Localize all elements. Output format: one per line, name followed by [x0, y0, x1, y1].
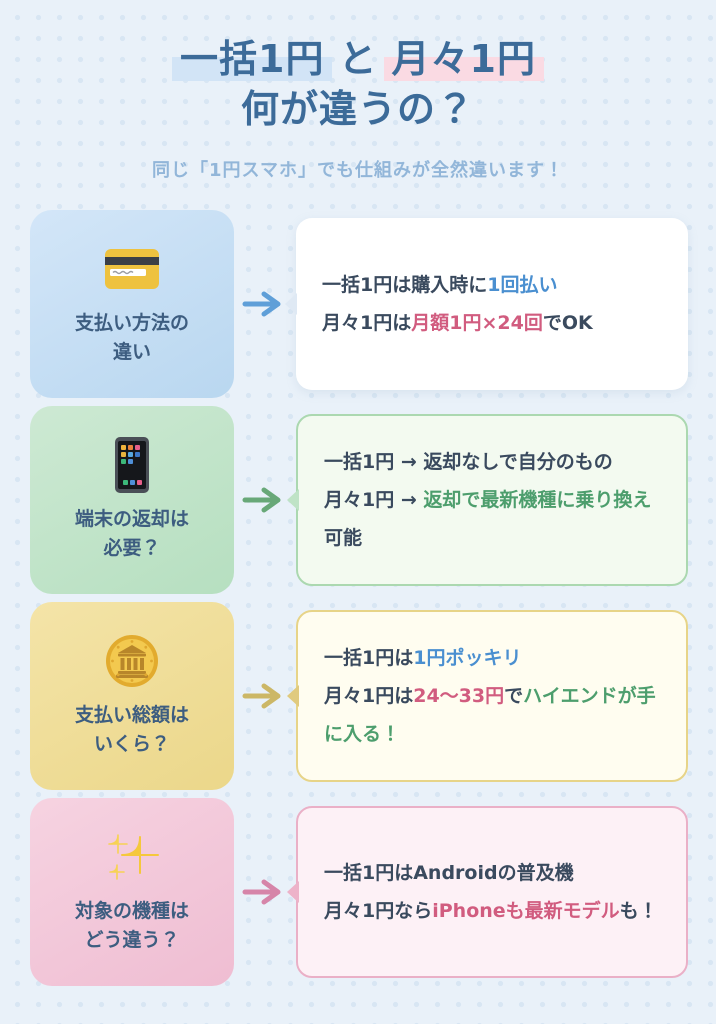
detail-text: 一括1円は1円ポッキリ月々1円は24〜33円でハイエンドが手に入る！ — [324, 647, 656, 745]
subtitle: 同じ「1円スマホ」でも仕組みが全然違います！ — [152, 160, 564, 181]
row-eligible-models: 対象の機種はどう違う？ 一括1円はAndroidの普及機月々1円ならiPhone… — [30, 798, 688, 986]
topic-card-payment: 支払い方法の違い — [30, 210, 234, 398]
smartphone-icon — [104, 436, 160, 493]
topic-label: 端末の返却は必要？ — [74, 507, 189, 559]
arrow-right-icon — [234, 290, 296, 318]
page-title: 一括1円と月々1円 何が違うの？ — [0, 34, 716, 134]
topic-label: 支払い総額はいくら？ — [74, 703, 189, 755]
card-notch — [287, 881, 299, 903]
title-term-monthly: 月々1円 — [383, 37, 544, 81]
detail-card: 一括1円は購入時に1回払い月々1円は月額1円×24回でOK — [285, 218, 688, 390]
coin-icon — [104, 633, 160, 689]
row-device-return: 端末の返却は必要？ 一括1円 → 返却なしで自分のもの月々1円 → 返却で最新機… — [30, 406, 688, 594]
comparison-rows: 支払い方法の違い 一括1円は購入時に1回払い月々1円は月額1円×24回でOK — [0, 210, 716, 986]
card-notch — [285, 293, 297, 315]
detail-card: 一括1円は1円ポッキリ月々1円は24〜33円でハイエンドが手に入る！ — [287, 610, 688, 782]
topic-label: 対象の機種はどう違う？ — [74, 899, 189, 951]
row-payment-method: 支払い方法の違い 一括1円は購入時に1回払い月々1円は月額1円×24回でOK — [30, 210, 688, 398]
topic-card-models: 対象の機種はどう違う？ — [30, 798, 234, 986]
credit-card-icon — [104, 241, 160, 297]
header: 一括1円と月々1円 何が違うの？ 同じ「1円スマホ」でも仕組みが全然違います！ — [0, 0, 716, 182]
detail-text: 一括1円はAndroidの普及機月々1円ならiPhoneも最新モデルも！ — [324, 862, 658, 922]
sparkles-icon — [104, 829, 160, 885]
arrow-right-icon — [234, 878, 296, 906]
arrow-right-icon — [234, 486, 296, 514]
topic-card-cost: 支払い総額はいくら？ — [30, 602, 234, 790]
detail-text: 一括1円は購入時に1回払い月々1円は月額1円×24回でOK — [322, 274, 593, 334]
detail-text: 一括1円 → 返却なしで自分のもの月々1円 → 返却で最新機種に乗り換え可能 — [324, 451, 652, 549]
card-notch — [287, 685, 299, 707]
title-term-lump-sum: 一括1円 — [172, 37, 333, 81]
title-question: 何が違うの？ — [240, 87, 475, 131]
detail-card: 一括1円 → 返却なしで自分のもの月々1円 → 返却で最新機種に乗り換え可能 — [287, 414, 688, 586]
row-total-cost: 支払い総額はいくら？ 一括1円は1円ポッキリ月々1円は24〜33円でハイエンドが… — [30, 602, 688, 790]
topic-card-return: 端末の返却は必要？ — [30, 406, 234, 594]
arrow-right-icon — [234, 682, 296, 710]
title-connector: と — [338, 37, 378, 81]
detail-card: 一括1円はAndroidの普及機月々1円ならiPhoneも最新モデルも！ — [287, 806, 688, 978]
topic-label: 支払い方法の違い — [74, 311, 189, 363]
card-notch — [287, 489, 299, 511]
